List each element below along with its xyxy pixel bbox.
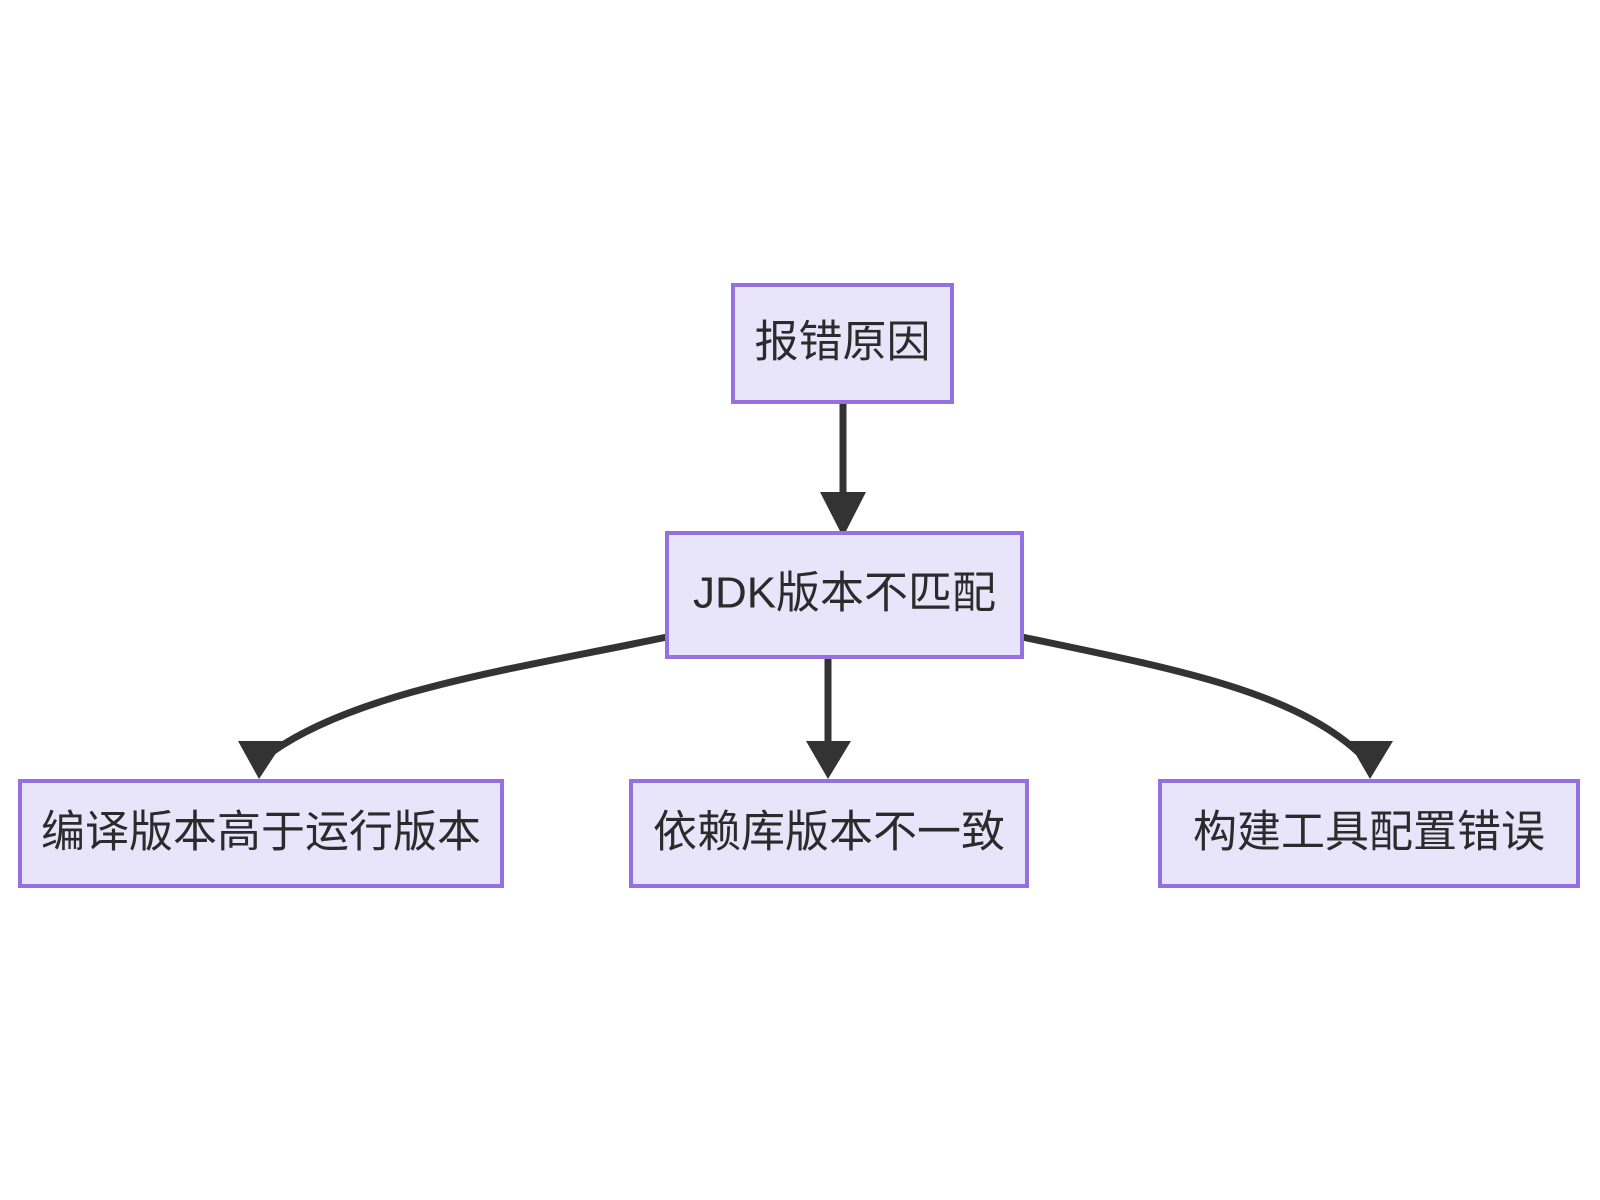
node-jdk[interactable]: JDK版本不匹配 [665, 531, 1024, 659]
node-leaf2[interactable]: 依赖库版本不一致 [629, 779, 1029, 888]
edge-jdk-leaf2 [806, 657, 851, 779]
edge-jdk-leaf1-arrowhead [238, 741, 284, 779]
edge-root-jdk [820, 402, 866, 537]
node-root-label: 报错原因 [755, 318, 931, 367]
node-leaf3-box[interactable] [1158, 779, 1580, 888]
node-leaf3[interactable]: 构建工具配置错误 [1158, 779, 1580, 888]
node-leaf3-label: 构建工具配置错误 [1193, 808, 1545, 857]
edge-jdk-leaf3 [1021, 633, 1393, 779]
node-leaf1-label: 编译版本高于运行版本 [41, 808, 481, 857]
edge-jdk-leaf1-line [269, 633, 668, 755]
node-leaf2-label: 依赖库版本不一致 [653, 808, 1005, 857]
edge-jdk-leaf1 [238, 633, 668, 779]
node-root-box[interactable] [731, 283, 954, 404]
node-leaf1[interactable]: 编译版本高于运行版本 [18, 779, 504, 888]
edge-jdk-leaf2-arrowhead [806, 741, 851, 779]
edge-jdk-leaf3-arrowhead [1348, 741, 1393, 779]
node-root[interactable]: 报错原因 [731, 283, 954, 404]
node-leaf2-box[interactable] [629, 779, 1029, 888]
edge-root-jdk-arrowhead [820, 492, 866, 537]
node-leaf1-box[interactable] [18, 779, 504, 888]
edge-jdk-leaf3-line [1021, 633, 1361, 755]
node-jdk-box[interactable] [665, 531, 1024, 659]
node-jdk-label: JDK版本不匹配 [693, 569, 996, 618]
